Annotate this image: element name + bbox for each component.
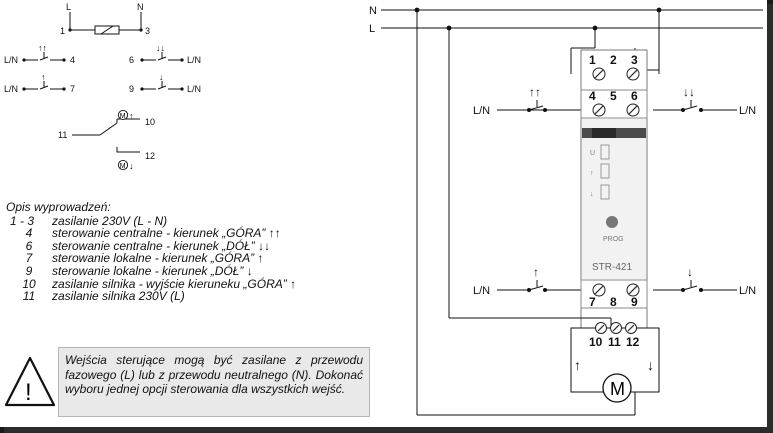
ln-label-bottom-left: L/N [473,285,490,297]
legend-row: 10 zasilanie silnika - wyjście kieruneku … [6,276,366,291]
switch-6-left: 6 [129,55,134,65]
svg-text:M: M [120,163,126,170]
switch-9-right: L/N [187,84,201,94]
legend-row: 11 zasilanie silnika 230V (L) [6,290,366,303]
terminal-1: 1 [589,53,596,67]
legend-pin: 6 [25,238,33,253]
legend-row: 4 sterowanie centralne - kierunek „GÓRA” … [6,227,366,240]
terminal-10: 10 [589,335,603,349]
warning-note: ! Wejścia sterujące mogą być zasilane z … [2,343,372,419]
wiring-diagram: M N L L/N L/N L/N L/N ↑↑ ↓↓ ↑ ↓ 1 2 3 4 … [369,5,763,416]
ln-label-top-right: L/N [739,105,756,117]
prog-label: PROG [603,236,624,243]
svg-text:M: M [610,379,625,399]
legend-row: 1 - 3 zasilanie 230V (L - N) [6,213,366,228]
relay-motor-down-icon: M ↓ [117,159,134,171]
legend-title: Opis wyprowadzeń: [6,200,111,214]
led-label-down: ↓ [590,191,594,198]
legend-desc: sterowanie lokalne - kierunek „DÓŁ” ↓ [52,263,253,278]
legend-pin: 7 [25,251,33,266]
terminal-7: 7 [589,295,596,309]
motor-icon: M [602,373,632,403]
legend-desc: zasilanie 230V (L - N) [52,213,168,228]
svg-text:M: M [120,113,126,120]
terminal-11: 11 [608,335,621,349]
prog-button [606,216,618,228]
switch-4-left: L/N [4,55,18,65]
led-label-u: U [590,150,595,157]
switch-7-left: L/N [4,84,18,94]
pin-legend: Opis wyprowadzeń: 1 - 3 zasilanie 230V (L… [6,201,366,303]
ln-label-bottom-right: L/N [739,285,756,297]
terminal-12: 12 [626,335,640,349]
warning-text: Wejścia sterujące mogą być zasilane z pr… [58,347,370,417]
switch-7-right: 7 [70,84,75,94]
relay-out-12: 12 [145,151,155,161]
supply-l-label: L [66,2,71,12]
motor-up-arrow-icon: ↑ [574,357,581,373]
terminal-3: 3 [631,53,638,67]
relay-motor-up-icon: M ↑ [117,109,134,121]
rail-n-label: N [369,5,377,17]
supply-pin-3: 3 [145,26,150,36]
frame-shadow-right [767,4,773,433]
legend-row: 6 sterowanie centralne - kierunek „DÓŁ” ↓… [6,240,366,253]
ln-label-top-left: L/N [473,105,490,117]
switch-symbol-up-up: ↑↑ [529,85,541,99]
frame-shadow-bottom [4,427,773,433]
legend-row: 9 sterowanie lokalne - kierunek „DÓŁ” ↓ [6,265,366,278]
legend-row: 7 sterowanie lokalne - kierunek „GÓRA” ↑ [6,252,366,265]
relay-input-11: 11 [58,130,67,140]
switch-symbol-down-down: ↓↓ [683,85,695,99]
terminal-8: 8 [610,295,617,309]
diagram-frame: L N 1 3 L/N 4 ↑↑ 6 L/N ↓↓ L/N 7 ↑ 9 L/N … [0,0,767,427]
legend-desc: zasilanie silnika 230V (L) [52,289,185,304]
legend-pin: 9 [25,263,33,278]
terminal-4: 4 [589,89,596,103]
motor-down-arrow-icon: ↓ [647,357,654,373]
legend-pin: 10 [22,276,36,291]
legend-pin: 11 [22,289,36,304]
supply-n-label: N [137,2,144,12]
switch-4-right: 4 [70,55,75,65]
legend-pin: 1 - 3 [10,213,35,228]
legend-desc: sterowanie lokalne - kierunek „GÓRA” ↑ [52,251,264,266]
switch-symbol-down: ↓ [687,265,693,279]
switch-9-left: 9 [129,84,134,94]
terminal-6: 6 [631,89,638,103]
legend-pin: 4 [25,226,33,241]
switch-6-symbol: ↓↓ [156,43,165,53]
legend-desc: sterowanie centralne - kierunek „DÓŁ” ↓↓ [52,238,271,253]
switch-6-right: L/N [187,55,201,65]
svg-text:↑: ↑ [129,111,134,121]
terminal-5: 5 [610,89,617,103]
switch-7-symbol: ↑ [41,72,46,82]
left-schematic: L N 1 3 L/N 4 ↑↑ 6 L/N ↓↓ L/N 7 ↑ 9 L/N … [4,2,201,171]
relay-out-10: 10 [145,117,155,127]
warning-triangle-icon: ! [4,356,56,407]
terminal-9: 9 [631,295,638,309]
terminal-2: 2 [610,53,617,67]
switch-9-symbol: ↓ [159,72,164,82]
switch-symbol-up: ↑ [533,265,539,279]
supply-pin-1: 1 [60,26,65,36]
legend-desc: sterowanie centralne - kierunek „GÓRA” ↑… [52,226,281,241]
svg-text:!: ! [25,379,32,406]
svg-text:↓: ↓ [129,161,134,171]
switch-4-symbol: ↑↑ [38,43,47,53]
legend-desc: zasilanie silnika - wyjście kieruneku „G… [52,276,297,291]
rail-l-label: L [369,23,375,35]
led-label-up: ↑ [590,170,594,177]
device-model-label: STR-421 [592,262,632,273]
